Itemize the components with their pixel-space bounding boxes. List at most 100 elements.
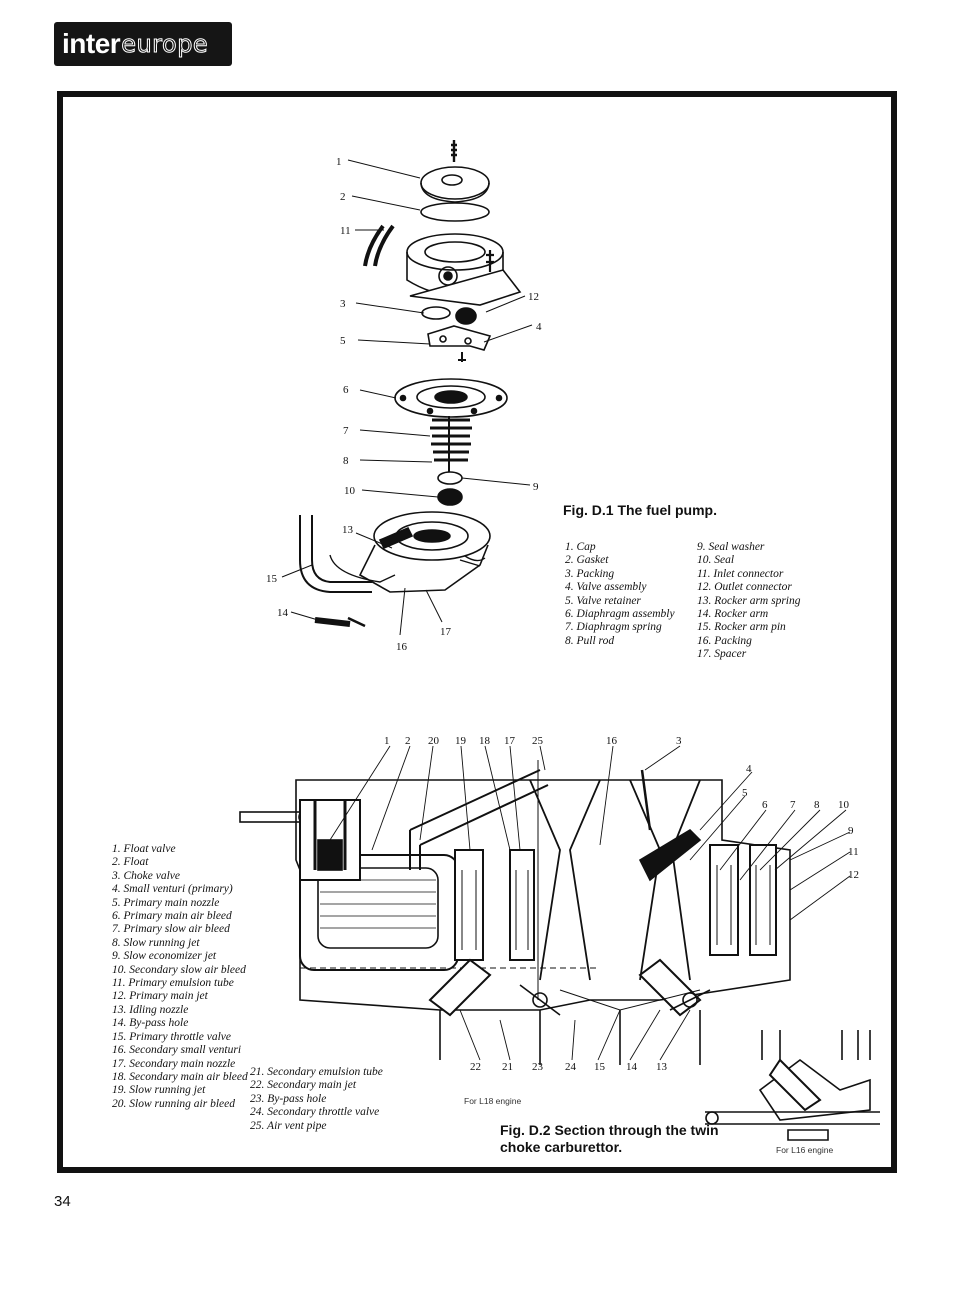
callout: 16 [606, 735, 618, 747]
callout: 6 [762, 799, 768, 811]
legend-item: 19. Slow running jet [112, 1084, 206, 1097]
callout: 25 [532, 735, 544, 747]
legend-item: 20. Slow running air bleed [112, 1097, 235, 1110]
legend-item: 6. Primary main air bleed [112, 910, 232, 923]
legend-item: 12. Outlet connector [697, 581, 792, 594]
legend-item: 13. Idling nozzle [112, 1003, 189, 1016]
callout: 23 [532, 1061, 544, 1073]
callout: 8 [343, 455, 349, 467]
callout: 22 [470, 1061, 481, 1073]
callout: 15 [594, 1061, 606, 1073]
callout: 12 [848, 869, 859, 881]
legend-item: 13. Rocker arm spring [697, 594, 801, 607]
legend-item: 24. Secondary throttle valve [250, 1106, 380, 1119]
fig2-legend-col1: 1. Float valve 2. Float 3. Choke valve 4… [112, 843, 248, 1111]
legend-item: 11. Inlet connector [697, 567, 784, 580]
callout: 8 [814, 799, 820, 811]
legend-item: 14. Rocker arm [697, 608, 769, 621]
callout: 12 [528, 291, 539, 303]
callout: 20 [428, 735, 440, 747]
fig2-legend-col2: 21. Secondary emulsion tube 22. Secondar… [250, 1066, 383, 1133]
legend-item: 7. Primary slow air bleed [112, 923, 230, 936]
carburettor-diagram [239, 745, 880, 1141]
carburettor-callouts: 1 2 20 19 18 17 25 16 3 4 5 6 7 8 10 9 1… [384, 735, 859, 1073]
legend-item: 8. Slow running jet [112, 936, 200, 949]
legend-item: 6. Diaphragm assembly [565, 608, 675, 621]
fig2-caption: Fig. D.2 Section through the twin choke … [500, 1122, 719, 1155]
callout: 19 [455, 735, 467, 747]
legend-item: 4. Small venturi (primary) [112, 883, 233, 896]
logo-text-europe: europe [121, 30, 209, 59]
legend-item: 3. Packing [565, 567, 615, 580]
legend-item: 18. Secondary main air bleed [112, 1070, 248, 1083]
fuel-pump-diagram [281, 140, 533, 636]
callout: 1 [336, 156, 342, 168]
callout: 9 [848, 825, 854, 837]
legend-item: 15. Primary throttle valve [112, 1030, 232, 1043]
legend-item: 11. Primary emulsion tube [112, 977, 234, 990]
legend-item: 8. Pull rod [565, 634, 615, 647]
legend-item: 17. Secondary main nozzle [112, 1057, 236, 1070]
callout: 17 [440, 626, 452, 638]
legend-item: 10. Seal [697, 554, 735, 567]
legend-item: 4. Valve assembly [565, 581, 647, 594]
callout: 7 [343, 425, 349, 437]
legend-item: 12. Primary main jet [112, 990, 208, 1003]
callout: 13 [342, 524, 354, 536]
fig1-legend-col2: 9. Seal washer 10. Seal 11. Inlet connec… [697, 541, 801, 662]
fig1-legend-col1: 1. Cap 2. Gasket 3. Packing 4. Valve ass… [565, 541, 675, 648]
legend-item: 3. Choke valve [112, 869, 181, 882]
legend-item: 10. Secondary slow air bleed [112, 963, 246, 976]
callout: 4 [746, 763, 752, 775]
callout: 11 [848, 846, 859, 858]
callout: 13 [656, 1061, 668, 1073]
legend-item: 21. Secondary emulsion tube [250, 1066, 383, 1078]
legend-item: 17. Spacer [697, 648, 747, 661]
callout: 15 [266, 573, 278, 585]
callout: 14 [626, 1061, 638, 1073]
legend-item: 16. Secondary small venturi [112, 1044, 242, 1057]
callout: 6 [343, 384, 349, 396]
callout: 4 [536, 321, 542, 333]
legend-item: 22. Secondary main jet [250, 1079, 357, 1092]
callout: 18 [479, 735, 491, 747]
legend-item: 9. Slow economizer jet [112, 950, 217, 963]
callout: 1 [384, 735, 390, 747]
callout: 24 [565, 1061, 577, 1073]
legend-item: 7. Diaphragm spring [565, 621, 662, 634]
callout: 3 [676, 735, 682, 747]
callout: 10 [344, 485, 356, 497]
callout: 14 [277, 607, 289, 619]
legend-item: 2. Gasket [565, 554, 609, 567]
legend-item: 5. Primary main nozzle [112, 896, 220, 909]
logo-text-inter: inter [62, 28, 121, 59]
callout: 3 [340, 298, 346, 310]
legend-item: 9. Seal washer [697, 541, 765, 553]
page-frame [57, 91, 897, 1173]
callout: 17 [504, 735, 516, 747]
callout: 11 [340, 225, 351, 237]
l18-engine-label: For L18 engine [464, 1096, 522, 1106]
legend-item: 5. Valve retainer [565, 594, 641, 607]
page-number: 34 [54, 1193, 71, 1210]
callout: 5 [742, 787, 748, 799]
callout: 21 [502, 1061, 513, 1073]
legend-item: 14. By-pass hole [112, 1017, 189, 1030]
intereurope-logo: inter europe [54, 22, 232, 66]
fig1-caption: Fig. D.1 The fuel pump. [563, 502, 717, 518]
legend-item: 25. Air vent pipe [250, 1119, 327, 1132]
legend-item: 16. Packing [697, 634, 752, 647]
legend-item: 1. Cap [565, 541, 596, 553]
callout: 10 [838, 799, 850, 811]
callout: 7 [790, 799, 796, 811]
legend-item: 2. Float [112, 856, 149, 869]
callout: 16 [396, 641, 408, 653]
legend-item: 1. Float valve [112, 843, 176, 855]
callout: 2 [340, 191, 346, 203]
l16-engine-label: For L16 engine [776, 1145, 834, 1155]
fuel-pump-callouts: 1 2 11 3 12 5 4 6 7 8 10 9 13 15 14 16 1… [266, 156, 542, 653]
callout: 5 [340, 335, 346, 347]
callout: 9 [533, 481, 539, 493]
legend-item: 23. By-pass hole [250, 1092, 327, 1105]
